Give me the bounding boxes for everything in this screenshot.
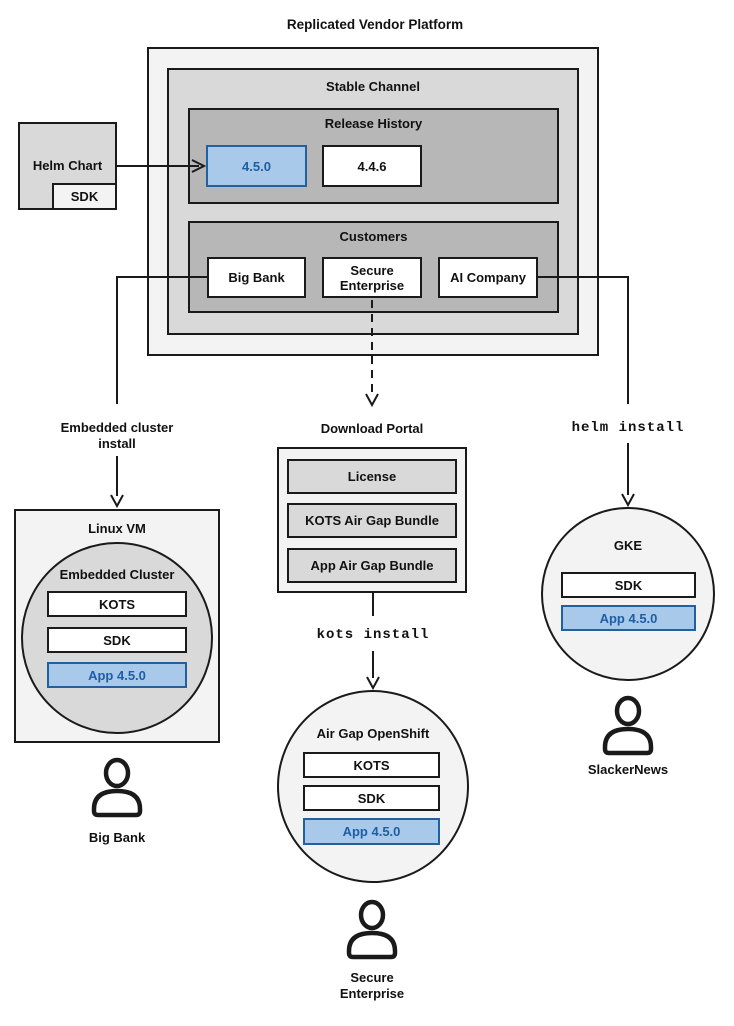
kots-install-command-label: kots install: [316, 627, 430, 643]
customer-big-bank-box: Big Bank: [207, 257, 306, 298]
app-air-gap-bundle-box: App Air Gap Bundle: [287, 548, 457, 583]
openshift-app-box: App 4.5.0: [303, 818, 440, 845]
release-history-label: Release History: [324, 116, 423, 131]
openshift-kots-box: KOTS: [303, 752, 440, 778]
stable-channel-label: Stable Channel: [326, 79, 420, 94]
slackernews-person-icon: [605, 698, 651, 753]
helm-chart-label: Helm Chart: [32, 158, 103, 173]
slackernews-user-label: SlackerNews: [587, 762, 669, 777]
big-bank-user-label: Big Bank: [88, 830, 146, 845]
big-bank-person-icon: [94, 760, 140, 815]
customers-label: Customers: [339, 229, 408, 244]
openshift-sdk-box: SDK: [303, 785, 440, 811]
release-version-previous: 4.4.6: [322, 145, 422, 187]
license-box: License: [287, 459, 457, 494]
gke-sdk-box: SDK: [561, 572, 696, 598]
air-gap-openshift-label: Air Gap OpenShift: [316, 726, 430, 741]
secure-enterprise-user-label: Secure Enterprise: [339, 970, 405, 1001]
diagram-title: Replicated Vendor Platform: [286, 17, 464, 32]
embedded-cluster-install-label: Embedded cluster install: [60, 420, 174, 451]
customer-secure-enterprise-box: Secure Enterprise: [322, 257, 422, 298]
embedded-cluster-label: Embedded Cluster: [59, 567, 175, 582]
embedded-app-box: App 4.5.0: [47, 662, 187, 688]
customer-ai-company-box: AI Company: [438, 257, 538, 298]
embedded-kots-box: KOTS: [47, 591, 187, 617]
helm-install-command-label: helm install: [571, 420, 685, 436]
release-version-current: 4.5.0: [206, 145, 307, 187]
kots-air-gap-bundle-box: KOTS Air Gap Bundle: [287, 503, 457, 538]
helm-chart-sdk-box: SDK: [52, 183, 117, 210]
linux-vm-label: Linux VM: [88, 521, 146, 536]
download-portal-label: Download Portal: [320, 421, 424, 436]
gke-app-box: App 4.5.0: [561, 605, 696, 631]
embedded-sdk-box: SDK: [47, 627, 187, 653]
secure-enterprise-person-icon: [349, 902, 395, 957]
gke-label: GKE: [613, 538, 643, 553]
